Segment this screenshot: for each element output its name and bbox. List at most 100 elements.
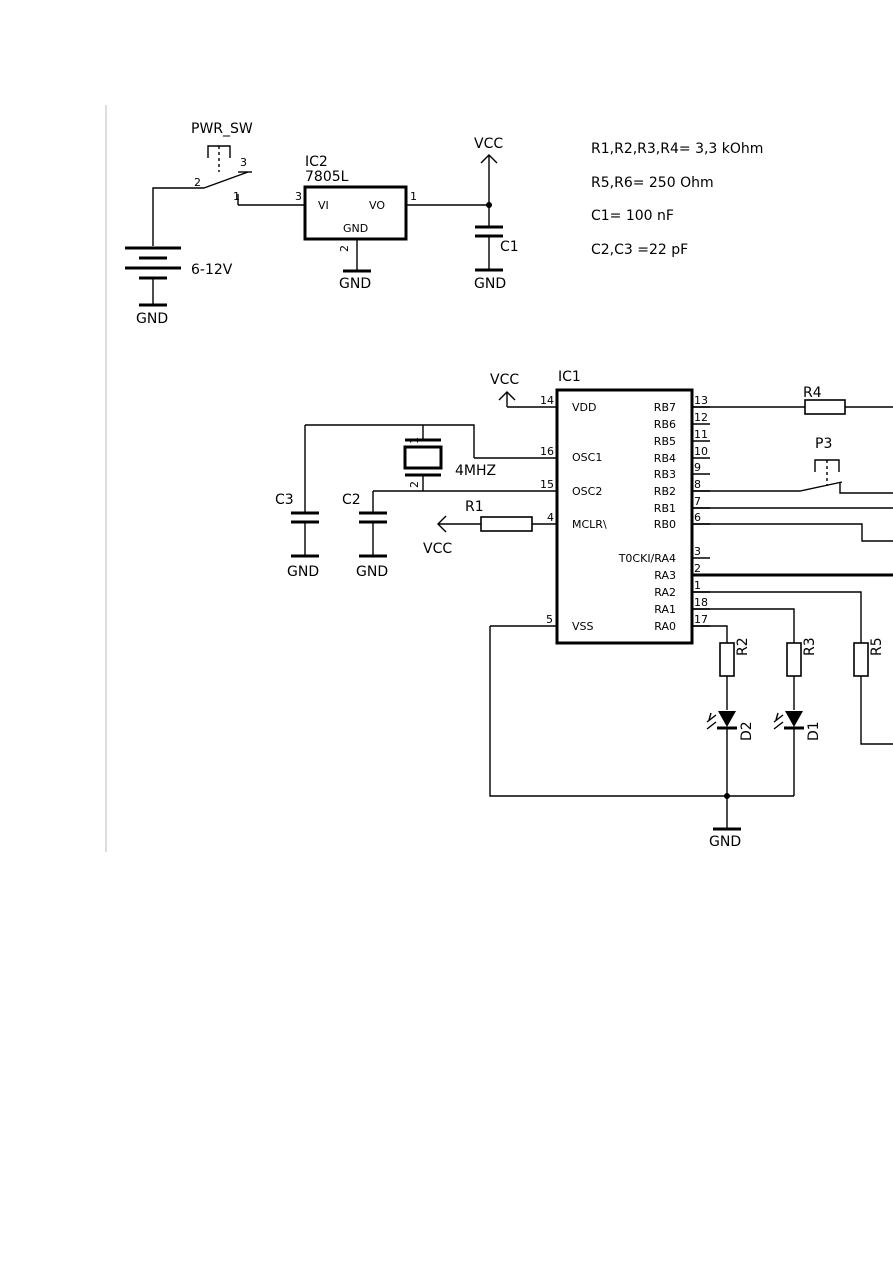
resistor-r4: R4 [692,385,893,415]
resistor-r3: R3 [692,608,818,710]
vcc-node-vdd: VCC [490,372,519,407]
r2-label: R2 [735,637,751,656]
note-capacitors-c2-c3: C2,C3 =22 pF [591,242,688,258]
switch-pin-3: 3 [240,156,247,169]
mcu-pin-num-17: 17 [694,613,708,626]
ground-bus: GND [489,626,794,850]
mcu-name: IC1 [558,369,581,385]
mcu-pin-num-2: 2 [694,562,701,575]
r1-label: R1 [465,499,484,515]
mcu-pin-num-18: 18 [694,596,708,609]
regulator-ic2: IC2 7805L VI VO GND 3 1 2 GND [295,154,417,292]
mcu-pin-rb5: RB5 [654,435,676,448]
c2-gnd-label: GND [356,564,388,580]
vcc-node-top: VCC [474,136,503,208]
capacitor-c1: C1 GND [474,205,519,292]
note-capacitor-c1: C1= 100 nF [591,208,674,224]
resistor-r2: R2 [692,625,751,710]
mcu-ic1: IC1 14 VDD 16 OSC1 15 OSC2 4 MCLR\ 5 VSS… [373,369,710,645]
c1-label: C1 [500,239,519,255]
mcu-pin-rb4: RB4 [654,452,676,465]
mcu-pin-rb0: RB0 [654,518,676,531]
resistor-r1: R1 VCC [423,499,533,557]
mcu-pin-num-6: 6 [694,511,701,524]
mcu-pin-rb7: RB7 [654,401,676,414]
switch-p3: P3 [692,436,893,494]
mcu-pin-osc1: OSC1 [572,451,602,464]
c1-gnd-label: GND [474,276,506,292]
regulator-part: 7805L [305,169,349,185]
r3-label: R3 [802,637,818,656]
power-switch: PWR_SW 2 3 1 [191,121,253,205]
wire-switch-battery [152,187,204,246]
r5-label: R5 [869,637,885,656]
r4-label: R4 [803,385,822,401]
mcu-pin-num-10: 10 [694,445,708,458]
battery-gnd-label: GND [136,311,168,327]
d2-label: D2 [739,721,755,741]
mcu-pin-num-16: 16 [540,445,554,458]
d1-label: D1 [806,721,822,741]
mcu-pin-num-15: 15 [540,478,554,491]
switch-pin-1: 1 [233,190,240,203]
mcu-pin-num-13: 13 [694,394,708,407]
regulator-pin-num-3: 3 [295,190,302,203]
switch-pin-2: 2 [194,176,201,189]
mcu-pin-rb6: RB6 [654,418,676,431]
mcu-pin-num-5: 5 [546,613,553,626]
led-d1: D1 [773,711,822,796]
vcc-label-vdd: VCC [490,372,519,388]
mcu-pin-ra0: RA0 [654,620,676,633]
c3-label: C3 [275,492,294,508]
mcu-pin-rb3: RB3 [654,468,676,481]
capacitor-c2: C2 GND [342,491,388,580]
mcu-pin-num-9: 9 [694,461,701,474]
crystal-pin-2: 2 [408,481,421,488]
crystal-frequency-label: 4MHZ [455,463,496,479]
mcu-pin-num-11: 11 [694,428,708,441]
battery-voltage-label: 6-12V [191,262,233,278]
capacitor-c3: C3 GND [275,425,319,580]
regulator-pin-num-2: 2 [338,245,351,252]
component-notes: R1,R2,R3,R4= 3,3 kOhm R5,R6= 250 Ohm C1=… [591,141,763,258]
mcu-pin-rb1: RB1 [654,502,676,515]
p3-label: P3 [815,436,832,452]
regulator-pin-gnd: GND [343,222,368,235]
mcu-pin-mclr: MCLR\ [572,518,607,531]
c3-gnd-label: GND [287,564,319,580]
note-resistors-r5-r6: R5,R6= 250 Ohm [591,175,714,191]
mcu-pin-t0cki-ra4: T0CKI/RA4 [618,552,676,565]
ground-bus-label: GND [709,834,741,850]
wire-rb0 [692,523,893,542]
mcu-pin-osc2: OSC2 [572,485,602,498]
vcc-label-top: VCC [474,136,503,152]
mcu-pin-rb2: RB2 [654,485,676,498]
mcu-pin-num-7: 7 [694,495,701,508]
battery-symbol: 6-12V GND [125,246,233,327]
crystal-pin-1: 1 [408,437,421,444]
mcu-pin-num-14: 14 [540,394,554,407]
mcu-pin-ra2: RA2 [654,586,676,599]
mcu-pin-vdd: VDD [572,401,596,414]
mcu-pin-ra3: RA3 [654,569,676,582]
mcu-pin-num-12: 12 [694,411,708,424]
regulator-pin-vo: VO [369,199,385,212]
r1-vcc-label: VCC [423,541,452,557]
resistor-r5: R5 [692,591,893,745]
mcu-pin-num-1: 1 [694,579,701,592]
mcu-pin-ra1: RA1 [654,603,676,616]
note-resistors-r1-r4: R1,R2,R3,R4= 3,3 kOhm [591,141,763,157]
mcu-pin-vss: VSS [572,620,594,633]
regulator-gnd-label: GND [339,276,371,292]
mcu-pin-num-4: 4 [547,511,554,524]
c2-label: C2 [342,492,361,508]
crystal-4mhz: 1 2 4MHZ [305,424,496,491]
mcu-pin-num-3: 3 [694,545,701,558]
regulator-pin-vi: VI [318,199,329,212]
mcu-pin-num-8: 8 [694,478,701,491]
regulator-pin-num-1: 1 [410,190,417,203]
led-d2: D2 [706,711,755,796]
power-switch-label: PWR_SW [191,121,253,137]
regulator-name: IC2 [305,154,328,170]
